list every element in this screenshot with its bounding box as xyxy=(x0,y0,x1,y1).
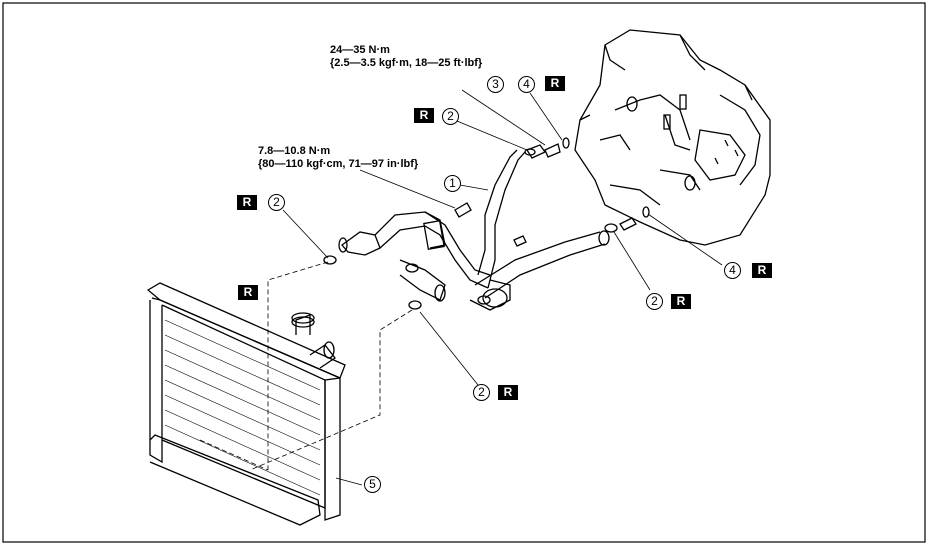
replace-mark: R xyxy=(237,195,257,210)
radiator xyxy=(146,282,346,526)
leader-lines xyxy=(199,89,723,486)
replace-mark: R xyxy=(752,263,772,278)
fitting-torque-nm: 24—35 N·m xyxy=(330,44,390,56)
replace-mark: R xyxy=(671,294,691,309)
bolt-torque-spec: 7.8—10.8 N·m {80—110 kgf·cm, 71—97 in·lb… xyxy=(258,145,418,171)
replace-mark: R xyxy=(498,385,518,400)
replace-mark: R xyxy=(238,285,258,300)
callout-5: 5 xyxy=(364,476,381,493)
replace-mark: R xyxy=(414,108,434,123)
callout-2: 2 xyxy=(646,293,663,310)
replace-mark: R xyxy=(545,76,565,91)
fitting-torque-spec: 24—35 N·m {2.5—3.5 kgf·m, 18—25 ft·lbf} xyxy=(330,44,482,70)
fitting-torque-alt: {2.5—3.5 kgf·m, 18—25 ft·lbf} xyxy=(330,57,483,69)
callout-2: 2 xyxy=(442,108,459,125)
callout-2: 2 xyxy=(268,194,285,211)
transaxle-housing xyxy=(574,29,771,246)
callout-1: 1 xyxy=(444,175,461,192)
callout-2: 2 xyxy=(473,384,490,401)
callout-3: 3 xyxy=(487,76,504,93)
bolt-torque-alt: {80—110 kgf·cm, 71—97 in·lbf} xyxy=(258,158,419,170)
bolt-torque-nm: 7.8—10.8 N·m xyxy=(258,145,331,157)
callout-4: 4 xyxy=(518,76,535,93)
oil-cooler-hoses xyxy=(323,137,650,311)
callout-4: 4 xyxy=(724,262,741,279)
